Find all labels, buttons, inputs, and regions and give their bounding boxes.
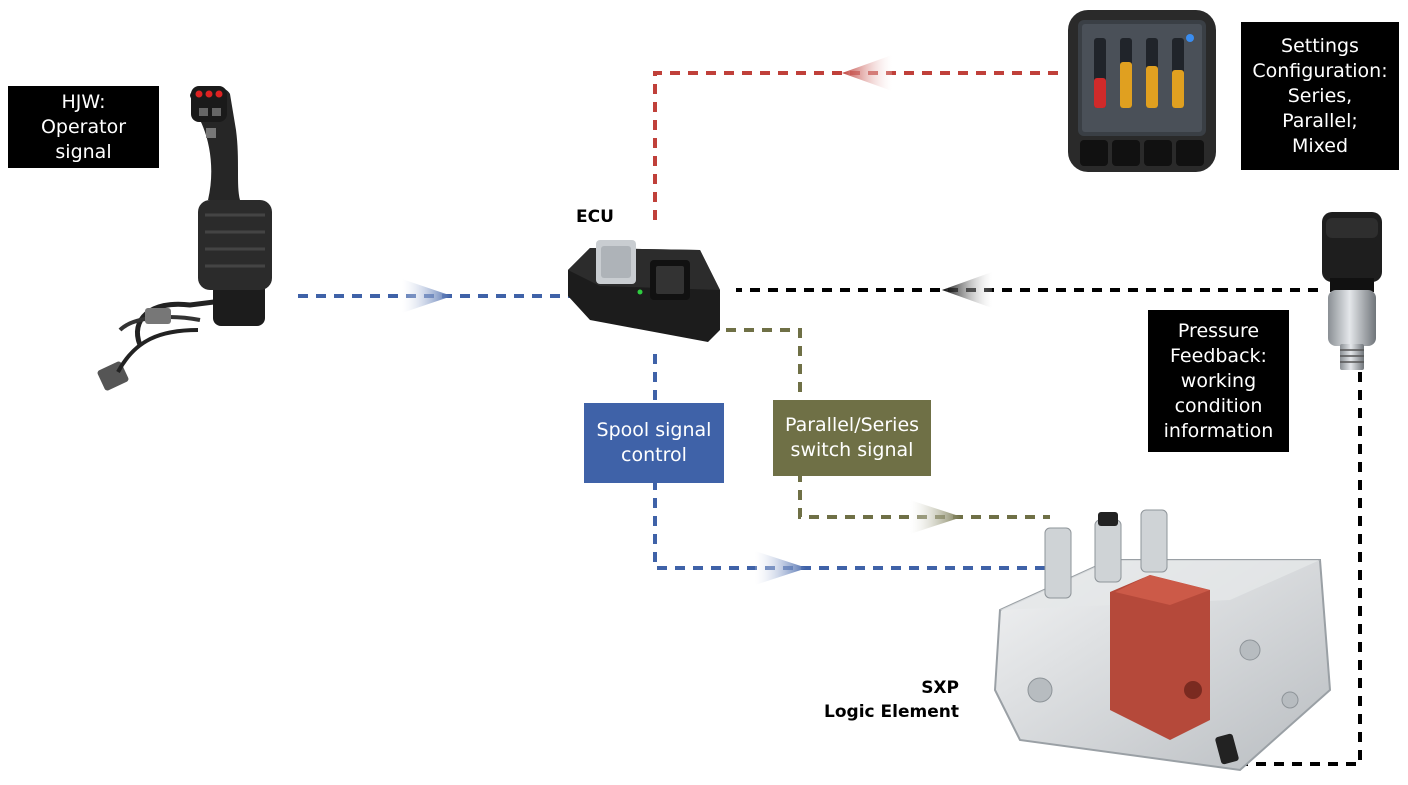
settings-arrow-icon xyxy=(842,55,892,91)
display-icon xyxy=(1068,10,1216,172)
pressure-to-valve-line xyxy=(1232,372,1362,766)
sxp-label: SXP Logic Element xyxy=(824,678,959,722)
pressure-label-box: Pressure Feedback: working condition inf… xyxy=(1148,310,1289,452)
pressure-arrow-icon xyxy=(942,272,992,308)
hjw-label: HJW: Operator signal xyxy=(40,90,127,163)
valve-block-icon xyxy=(993,509,1332,772)
switch-label-box: Parallel/Series switch signal xyxy=(773,400,931,476)
pressure-sensor-icon xyxy=(1322,212,1382,370)
operator-arrow-icon xyxy=(402,279,452,313)
switch-label: Parallel/Series switch signal xyxy=(784,414,920,461)
spool-signal-line xyxy=(653,354,1050,570)
settings-signal-line xyxy=(653,71,1058,228)
spool-label-box: Spool signal control xyxy=(584,403,724,483)
spool-label: Spool signal control xyxy=(596,419,712,466)
joystick-icon xyxy=(97,86,272,391)
spool-arrow-icon xyxy=(755,551,807,585)
settings-label: Settings Configuration: Series, Parallel… xyxy=(1252,34,1388,157)
settings-label-box: Settings Configuration: Series, Parallel… xyxy=(1241,22,1399,170)
ecu-label: ECU xyxy=(576,207,614,227)
pressure-label: Pressure Feedback: working condition inf… xyxy=(1163,319,1274,442)
hjw-label-box: HJW: Operator signal xyxy=(8,86,159,168)
ecu-icon xyxy=(568,240,720,342)
switch-arrow-icon xyxy=(910,500,962,534)
